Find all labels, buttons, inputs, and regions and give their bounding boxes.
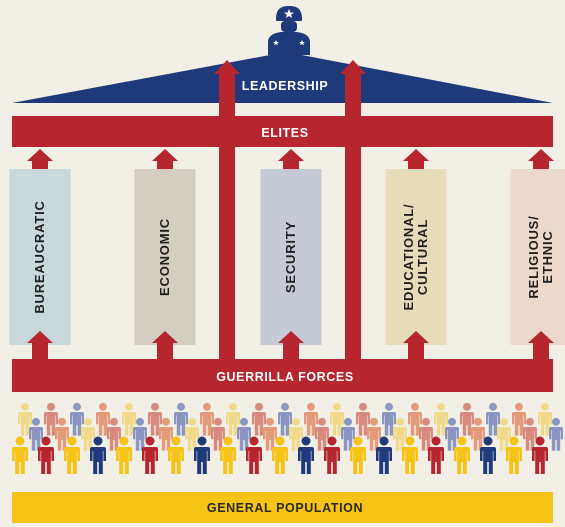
person-icon — [142, 436, 158, 474]
pillar-to-elites-shaft — [283, 160, 299, 169]
pillar-body — [9, 169, 71, 345]
pillar-label: CULTURAL — [415, 219, 430, 295]
pillar-security: SECURITY — [260, 169, 322, 345]
elites-band — [12, 116, 553, 147]
person-icon — [402, 436, 418, 474]
person-icon — [298, 436, 314, 474]
leadership-label: LEADERSHIP — [242, 79, 329, 93]
arrow-up-icon — [152, 149, 178, 161]
general-population-crowd — [12, 402, 563, 474]
guerrilla-forces-band — [12, 359, 553, 392]
general-population-label: GENERAL POPULATION — [207, 501, 363, 515]
guerrilla-to-pillar-shaft — [32, 342, 48, 360]
guerrilla-to-pillar-shaft — [283, 342, 299, 360]
guerrilla-to-elites-shaft-right — [345, 147, 361, 360]
pillar-label: SECURITY — [283, 221, 298, 293]
pillar-body — [260, 169, 322, 345]
arrow-up-icon — [403, 331, 429, 343]
person-icon — [64, 436, 80, 474]
person-icon — [90, 436, 106, 474]
pillar-label: BUREAUCRATIC — [32, 200, 47, 313]
guerrilla-to-pillar-shaft — [533, 342, 549, 360]
person-icon — [12, 436, 28, 474]
pillar-body — [134, 169, 196, 345]
arrow-up-icon — [27, 149, 53, 161]
person-icon — [220, 436, 236, 474]
person-icon — [246, 436, 262, 474]
arrow-up-icon — [278, 331, 304, 343]
guerrilla-to-elites-shaft-left — [219, 147, 235, 360]
person-icon — [454, 436, 470, 474]
person-icon — [272, 436, 288, 474]
person-icon — [506, 436, 522, 474]
pillar-to-elites-shaft — [408, 160, 424, 169]
elites-label: ELITES — [261, 126, 308, 140]
arrow-up-icon — [528, 149, 554, 161]
person-icon — [350, 436, 366, 474]
pillar-label: RELIGIOUS/ — [526, 215, 541, 298]
pillar-religious: RELIGIOUS/ETHNIC — [510, 169, 565, 345]
pillar-bureaucratic: BUREAUCRATIC — [9, 169, 71, 345]
guerrilla-forces-label: GUERRILLA FORCES — [216, 370, 354, 384]
arrow-up-icon — [278, 149, 304, 161]
pillar-label: ETHNIC — [540, 230, 555, 283]
pillar-body — [510, 169, 565, 345]
pillar-educational: EDUCATIONAL/CULTURAL — [385, 169, 447, 345]
arrow-up-icon — [152, 331, 178, 343]
person-icon — [428, 436, 444, 474]
person-icon — [168, 436, 184, 474]
guerrilla-to-pillar-shaft — [157, 342, 173, 360]
person-icon — [324, 436, 340, 474]
person-icon — [376, 436, 392, 474]
person-icon — [194, 436, 210, 474]
elites-to-leadership-shaft-right — [345, 73, 361, 116]
person-icon — [480, 436, 496, 474]
person-icon — [38, 436, 54, 474]
pillar-to-elites-shaft — [533, 160, 549, 169]
pillar-label: EDUCATIONAL/ — [401, 204, 416, 311]
pillar-label: ECONOMIC — [157, 218, 172, 296]
general-population-bar — [12, 492, 553, 523]
pillar-to-elites-shaft — [157, 160, 173, 169]
pillar-body — [385, 169, 447, 345]
police-officer-icon — [268, 6, 310, 55]
elites-to-leadership-shaft-left — [219, 73, 235, 116]
guerrilla-to-pillar-shaft — [408, 342, 424, 360]
person-icon — [116, 436, 132, 474]
arrow-up-icon — [27, 331, 53, 343]
pillar-economic: ECONOMIC — [134, 169, 196, 345]
leadership-roof — [12, 52, 553, 103]
pillars-group: BUREAUCRATIC ECONOMIC SECURITY EDUCATIONAL/… — [9, 149, 565, 360]
person-icon — [532, 436, 548, 474]
pillar-to-elites-shaft — [32, 160, 48, 169]
arrow-up-icon — [528, 331, 554, 343]
arrow-up-icon — [403, 149, 429, 161]
